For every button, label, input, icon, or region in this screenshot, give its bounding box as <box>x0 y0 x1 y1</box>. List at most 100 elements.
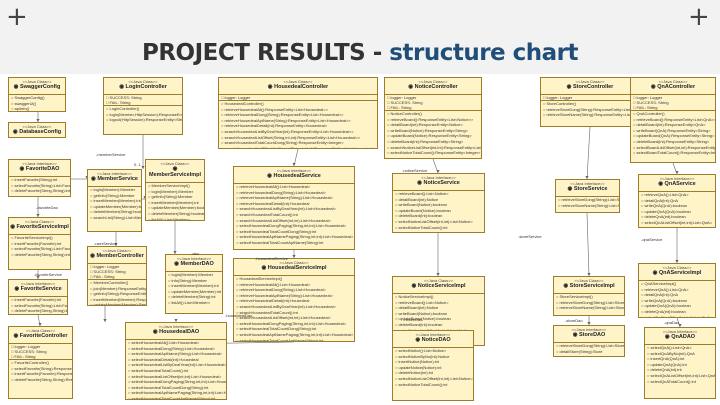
divider <box>554 338 624 343</box>
method-row: ○ writeBoard(QnA):ResponseEntity<String> <box>633 127 711 133</box>
method-row: ○ selectHousedealAptNamePaging(String,in… <box>128 390 227 396</box>
field-row: □ FAIL: String <box>106 100 131 105</box>
method-row: ○ detailBoard(int):ResponseEntity<QnA> <box>633 122 706 128</box>
stereotype-label: <<Java Class>> <box>662 265 692 270</box>
method-row: ○ updateQnA(QnA):boolean <box>641 208 691 214</box>
association-label: -qnaDao <box>664 320 680 325</box>
divider <box>631 90 715 95</box>
class-name: ◉ HousedealService <box>267 173 321 179</box>
method-row: ○ detailStore(String):Store <box>556 348 603 354</box>
uml-class-box: <<Java Class>>◉ QnAController □ logger: … <box>630 77 716 163</box>
method-row: ○ selectHousedealTotalCountAptName(Strin… <box>128 395 216 400</box>
method-row: ○ login(Member):Member <box>90 187 136 192</box>
stereotype-label: <<Java Interface>> <box>571 327 607 332</box>
uml-class-box: <<Java Interface>>◉ HousedealService ○ r… <box>233 166 355 250</box>
divider <box>104 90 182 95</box>
method-row: ○ selectHousedealDetail(int):Housedeal <box>128 356 199 362</box>
stereotype-label: <<Java Class>> <box>128 79 158 84</box>
title-main: PROJECT RESULTS - <box>141 40 382 66</box>
uml-class-box: <<Java Interface>>◉ NoticeService ○ retr… <box>392 173 485 233</box>
method-row: ○ QnAServiceImpl() <box>641 281 677 286</box>
divider <box>393 343 473 348</box>
arrow-head-icon <box>678 324 682 327</box>
class-name: ◉ NoticeDAO <box>415 337 451 343</box>
association-label: -noticeService <box>402 168 428 173</box>
divider <box>234 271 354 276</box>
arrow-head-icon <box>587 273 591 276</box>
stereotype-label: <<Java Interface>> <box>158 324 194 329</box>
method-row: ○ selectNoticeTotalCount():ResponseEntit… <box>387 150 481 156</box>
class-name: ◉ MemberController <box>90 253 144 259</box>
arrow-head-icon <box>436 273 440 276</box>
method-row: ○ searchNoticeListOffset(int,int):Respon… <box>387 144 482 150</box>
divider <box>393 186 484 191</box>
method-row: ○ insertMember(Member):ResponseEntity<St… <box>90 296 147 302</box>
method-row: ○ selectFavorite(String):List<Favorite> <box>11 302 67 308</box>
class-name: ◉ HousedealController <box>267 84 329 90</box>
method-row: ○ writeBoard(Notice):boolean <box>395 202 447 208</box>
method-row: ○ listAll():List<Member> <box>148 216 191 221</box>
method-row: ○ retrieveHousedealDetail(int):Housedeal <box>236 298 310 304</box>
method-row: ○ selectHousedealListByDealYear(int):Lis… <box>128 362 227 368</box>
uml-class-box: <<Java Interface>>◉ NoticeDAO ○ selectNo… <box>392 330 474 401</box>
stereotype-label: <<Java Class>> <box>160 161 190 166</box>
uml-class-box: <<Java Class>>◉ MemberServiceImpl ○ Memb… <box>145 159 205 221</box>
method-row: ○ deleteQnA(int):boolean <box>641 308 686 314</box>
uml-class-box: <<Java Class>>◉ StoreServiceImpl ○ Store… <box>553 276 625 316</box>
stereotype-label: <<Java Interface>> <box>276 168 312 173</box>
method-row: ○ selectHousedealDongPaging(String,int,i… <box>236 223 347 229</box>
method-row: ○ HousedealServiceImpl() <box>236 276 283 281</box>
method-row: ○ updateMember(Member):ResponseEntity<St… <box>90 302 146 306</box>
method-row: ○ selectNoticeListOffset(int,int):List<N… <box>395 218 473 224</box>
method-row: ○ retrieveHousedealAptName(String):List<… <box>236 195 333 201</box>
class-name: ◉ MemberServiceImpl <box>149 166 201 178</box>
divider <box>126 335 226 340</box>
method-row: ○ selectHousedealAptName(String):List<Ho… <box>128 351 223 357</box>
method-row: ○ getInfo(String):Member <box>148 194 193 200</box>
uml-class-box: <<Java Class>>◉ MemberController □ logge… <box>87 246 147 306</box>
method-row: ○ insertMember(Member):int <box>148 199 199 205</box>
method-row: ○ swaggerUi() <box>11 100 37 106</box>
method-row: ○ FavoriteServiceImpl() <box>11 235 53 240</box>
method-row: ○ insertFavorite(Favorite):int <box>11 297 62 302</box>
method-row: ○ LoginController() <box>106 106 140 111</box>
field-list: □ logger: Logger□ SUCCESS: String□ FAIL:… <box>88 264 146 280</box>
method-row: ○ deleteMember(String):int <box>168 294 216 300</box>
stereotype-label: <<Java Class>> <box>102 248 132 253</box>
method-row: ○ retrieveHousedealDong(String):Response… <box>221 112 344 118</box>
method-row: ○ retrieveBoard():ResponseEntity<List<No… <box>387 116 474 122</box>
divider <box>541 90 639 95</box>
method-row: ○ selectHousedealDongPaging(String,int,i… <box>236 320 347 326</box>
method-row: ○ deleteFavorite(String,String):int <box>11 251 70 257</box>
association-label: -storeService <box>518 234 542 239</box>
divider <box>385 90 481 95</box>
divider <box>146 178 204 183</box>
method-row: ○ writeBoard(Notice):boolean <box>395 310 447 316</box>
stereotype-label: <<Java Interface>> <box>421 175 456 180</box>
stereotype-label: <<Java Class>> <box>424 278 453 283</box>
method-row: ○ updateMember(Member):boolean <box>148 205 205 211</box>
divider <box>645 340 715 345</box>
method-row: ○ searchList(String):List<Member> <box>90 214 141 220</box>
class-name: ◉ NoticeController <box>408 84 458 90</box>
stereotype-label: <<Java Class>> <box>418 79 448 84</box>
class-name: ◉ NoticeServiceImpl <box>411 283 466 289</box>
method-row: ○ selectHousedealTotalCountDong(String):… <box>236 228 317 234</box>
divider <box>556 192 619 197</box>
divider <box>639 276 715 281</box>
method-row: ○ listAll():List<Member> <box>168 299 211 305</box>
method-row: ○ searchHousedealListByDealYear(int):Lis… <box>236 206 336 212</box>
method-row: ○ selectNoticeListOffset(int,int):List<N… <box>395 375 473 381</box>
method-row: ○ searchHousedealListByDealYear(int):Res… <box>221 128 354 134</box>
class-name: ◉ StoreService <box>567 186 608 192</box>
method-row: ○ selectNoticeTotalCount():int <box>395 381 448 387</box>
method-row: ○ deleteBoard(int):ResponseEntity<String… <box>633 138 710 144</box>
method-row: ○ retrieveHousedealAll():ResponseEntity<… <box>221 106 328 112</box>
stereotype-label: <<Java Interface>> <box>22 161 57 166</box>
stereotype-label: <<Java Class>> <box>279 260 309 265</box>
method-row: ○ updateMember(Member):int <box>168 288 222 294</box>
method-row: ○ retrieveStoreName(String):List<Store> <box>556 305 625 311</box>
association-label: -userService <box>94 241 117 246</box>
method-row: ○ retrieveStoreDong(String):ResponseEnti… <box>543 106 640 112</box>
method-row: ○ StoreController() <box>543 101 577 106</box>
